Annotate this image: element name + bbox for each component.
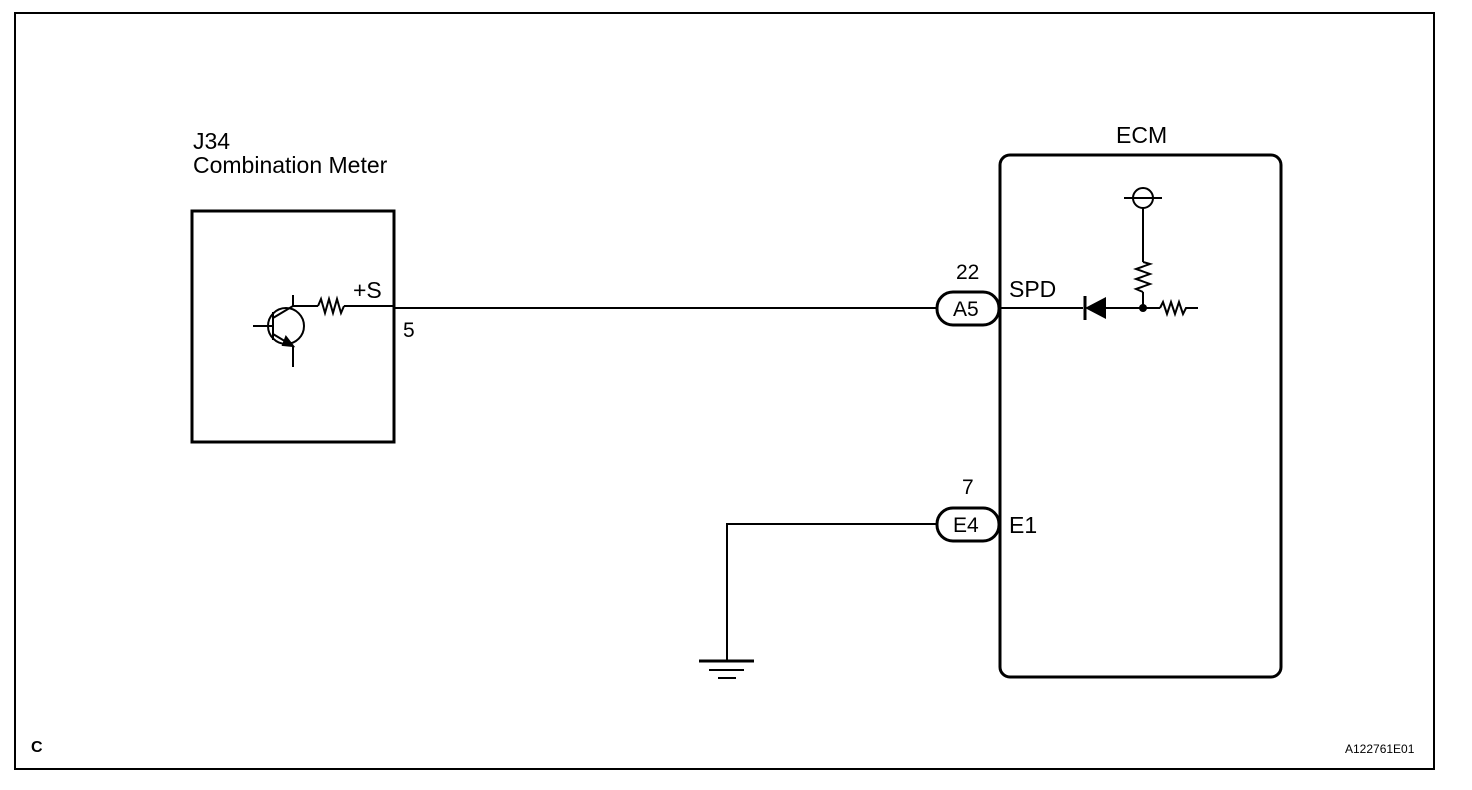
meter-terminal-pin: 5 — [403, 319, 415, 342]
figure-id-label: A122761E01 — [1345, 742, 1415, 756]
ecm-pullup-resistor-icon — [1133, 261, 1154, 293]
diode-icon — [1083, 296, 1106, 320]
corner-code-label: C — [31, 739, 43, 756]
meter-id-label: J34 — [193, 128, 231, 154]
meter-terminal-name: +S — [353, 277, 382, 303]
transistor-icon — [253, 295, 305, 367]
meter-name-label: Combination Meter — [193, 152, 388, 178]
voltage-source-icon — [1124, 187, 1162, 209]
diagram-frame — [14, 12, 1435, 770]
connector-e4-label: E4 — [953, 514, 979, 537]
connector-a5-label: A5 — [953, 298, 979, 321]
ecm-label: ECM — [1116, 122, 1168, 148]
pin-22-label: 22 — [956, 261, 980, 284]
ground-icon — [699, 659, 754, 679]
meter-resistor-icon — [317, 295, 345, 317]
pin-7-label: 7 — [962, 476, 974, 499]
terminal-spd-label: SPD — [1009, 276, 1057, 302]
ground-wire — [726, 523, 938, 660]
ecm-pulldown-resistor-icon — [1159, 298, 1198, 318]
ecm-box — [998, 153, 1283, 679]
terminal-e1-label: E1 — [1009, 512, 1038, 538]
connector-a5 — [935, 290, 1001, 327]
combination-meter-box — [190, 209, 396, 444]
